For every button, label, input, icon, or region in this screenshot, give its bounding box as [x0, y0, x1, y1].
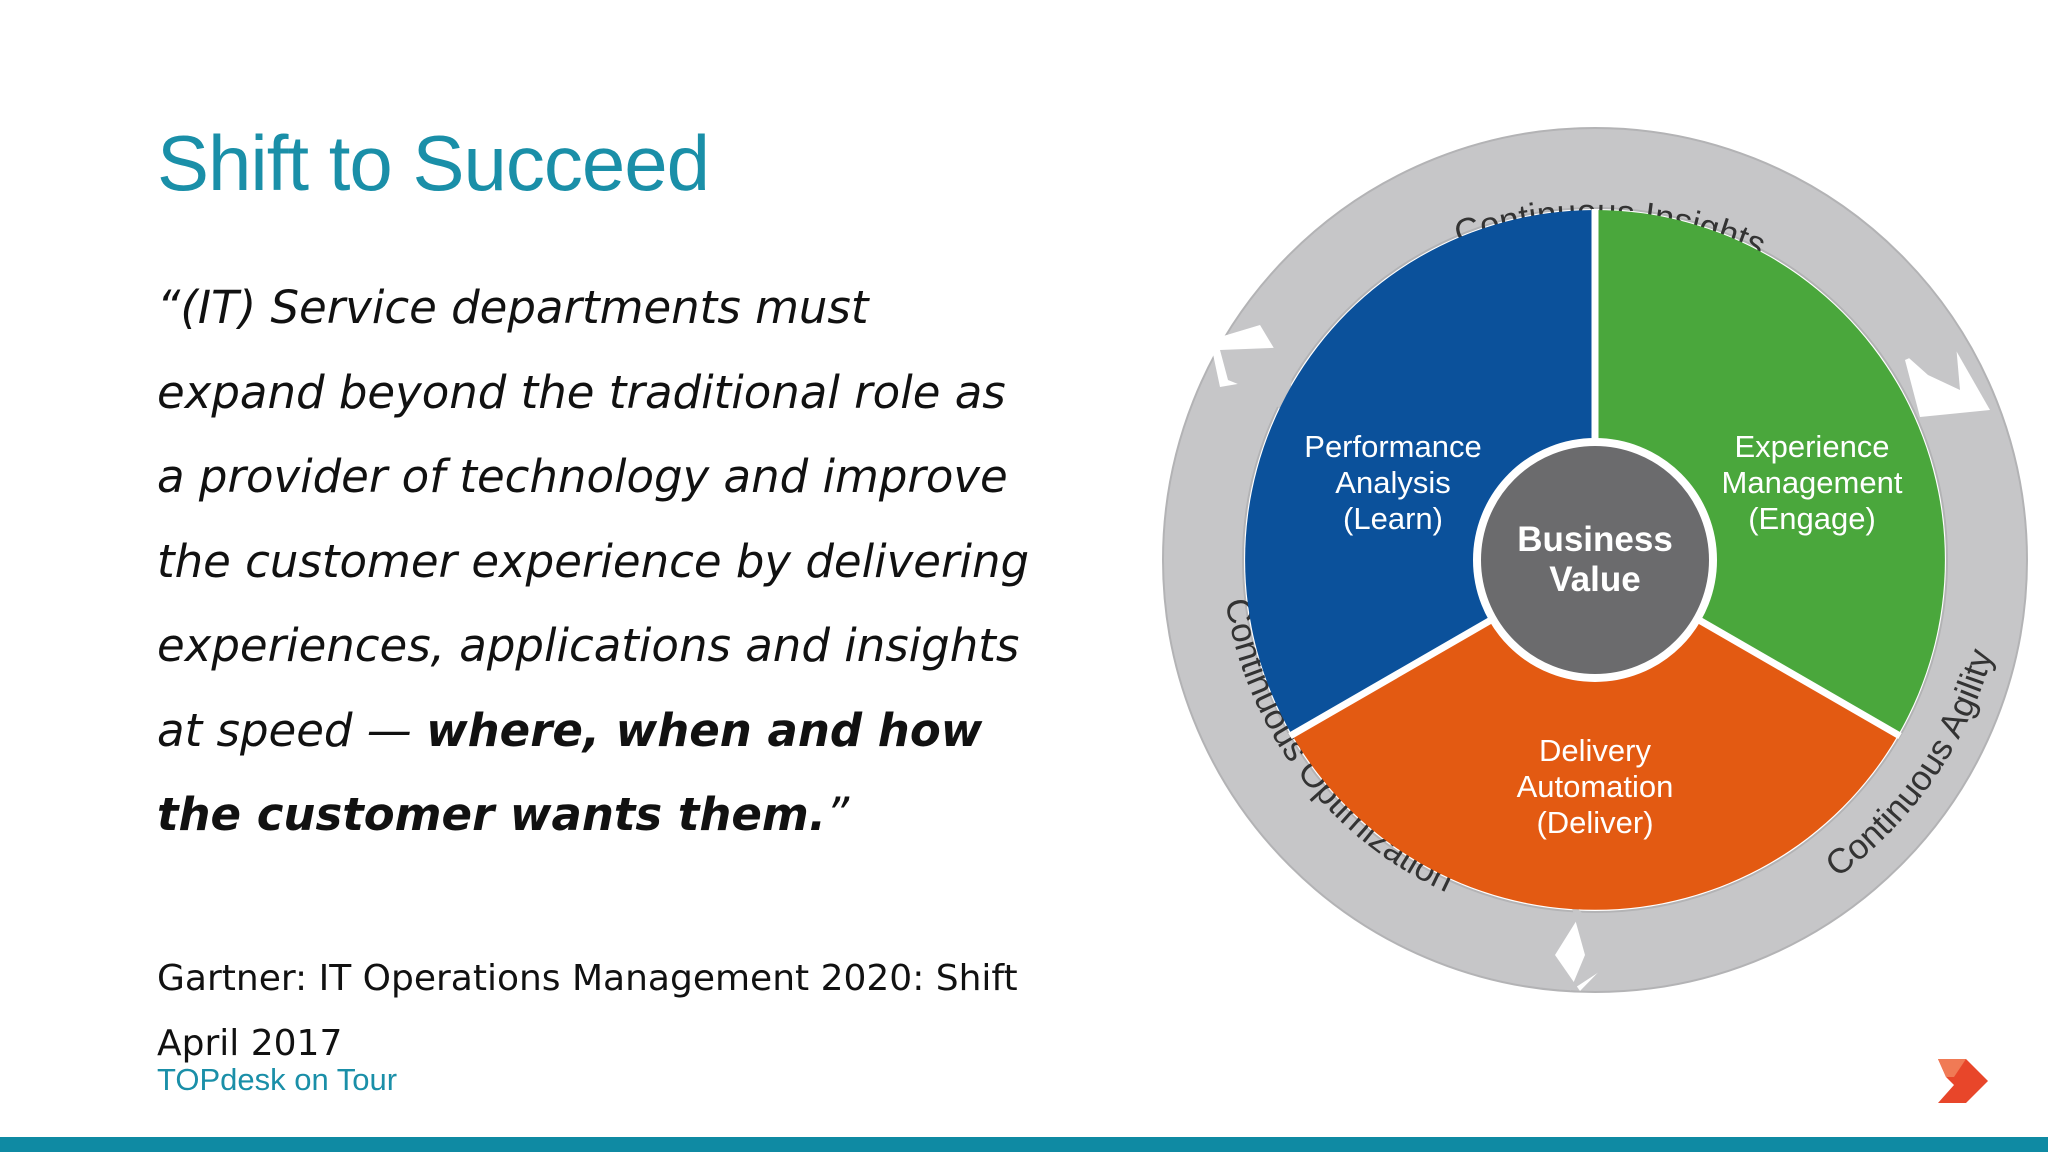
- quote-source: Gartner: IT Operations Management 2020: …: [157, 946, 1057, 1076]
- slide-title: Shift to Succeed: [157, 119, 710, 207]
- label-learn-line-1: Performance: [1304, 429, 1481, 464]
- label-engage-line-1: Experience: [1734, 429, 1889, 464]
- source-line-2: April 2017: [157, 1023, 343, 1064]
- center-label-line-2: Value: [1549, 560, 1640, 599]
- topdesk-logo-icon: [1938, 1059, 1988, 1103]
- label-engage-line-2: Management: [1722, 465, 1903, 500]
- ring-arrow-left: [1210, 325, 1295, 415]
- quote-close: ”: [825, 788, 850, 841]
- label-deliver-line-2: Automation: [1517, 769, 1674, 804]
- label-deliver-line-1: Delivery: [1539, 733, 1651, 768]
- center-label-line-1: Business: [1517, 520, 1673, 559]
- label-learn-line-2: Analysis: [1335, 465, 1450, 500]
- label-learn-line-3: (Learn): [1343, 501, 1443, 536]
- footer-brand: TOPdesk on Tour: [157, 1062, 398, 1097]
- quote-text: “(IT) Service departments must expand be…: [157, 266, 1037, 858]
- business-value-cycle-diagram: Continuous Insights Continuous Agility C…: [1162, 127, 2028, 993]
- label-deliver-line-3: (Deliver): [1536, 805, 1653, 840]
- center-circle: [1473, 438, 1717, 682]
- label-engage: Experience Management (Engage): [1722, 429, 1903, 536]
- segment-deliver: [1292, 560, 1898, 910]
- quote-emphasis: where, when and how the customer wants t…: [157, 703, 983, 842]
- label-deliver: Delivery Automation (Deliver): [1517, 733, 1674, 840]
- quote-plain: “(IT) Service departments must expand be…: [157, 281, 1030, 757]
- ring-arrow-top-right: [1898, 325, 1990, 417]
- bottom-accent-bar: [0, 1137, 2048, 1152]
- ring-arrow-bottom: [1555, 901, 1625, 991]
- source-line-1: Gartner: IT Operations Management 2020: …: [157, 958, 1018, 999]
- label-learn: Performance Analysis (Learn): [1304, 429, 1481, 536]
- label-engage-line-3: (Engage): [1748, 501, 1876, 536]
